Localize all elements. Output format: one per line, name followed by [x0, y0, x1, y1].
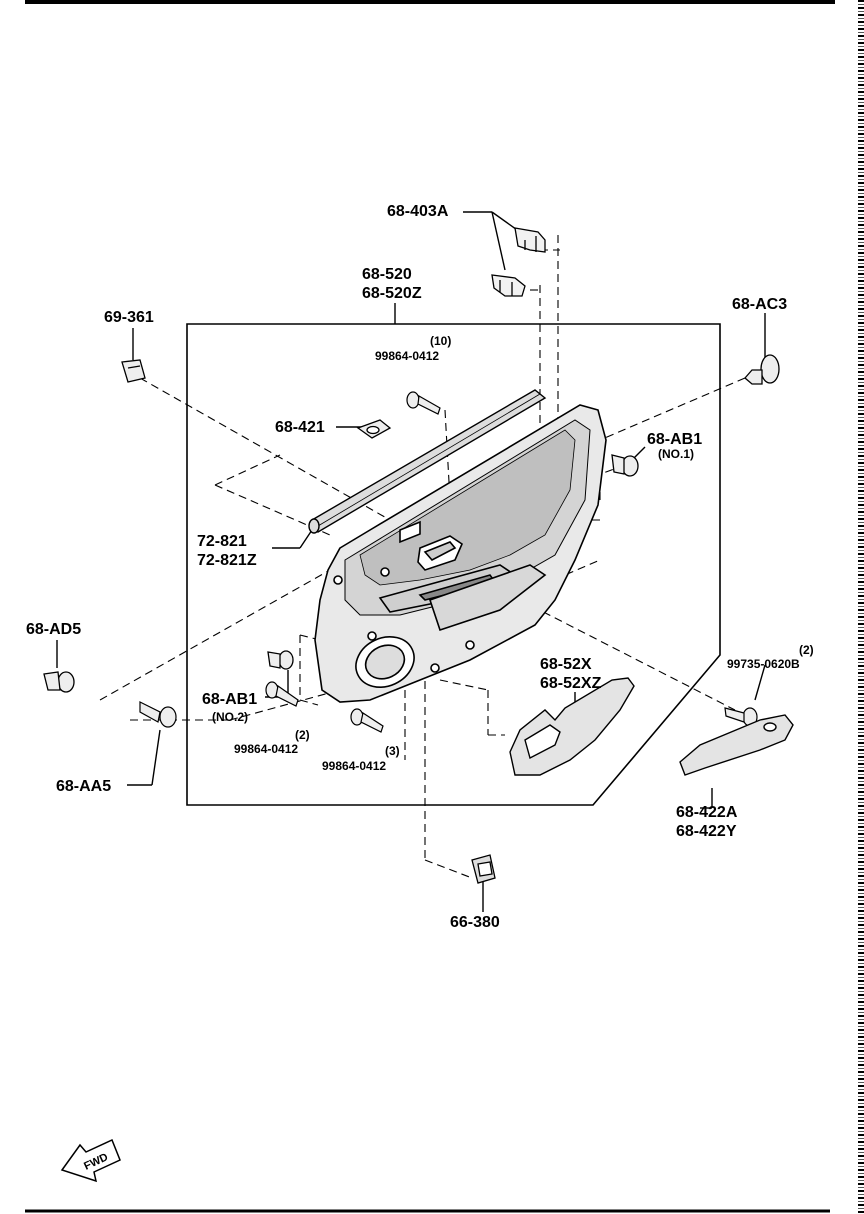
label-66-380: 66-380 [450, 914, 500, 931]
assembly-frame [186, 323, 721, 806]
weatherstrip-72-821 [308, 389, 547, 534]
label-68-421: 68-421 [275, 419, 325, 436]
label-68-52x: 68-52X [540, 656, 592, 673]
label-68-52xz: 68-52XZ [540, 675, 602, 692]
label-qty-2-right: (2) [799, 643, 814, 657]
label-68-ab1-no2: 68-AB1 [202, 691, 258, 708]
clip-403a-upper [514, 227, 546, 253]
label-99864-top: 99864-0412 [375, 349, 440, 363]
label-68-422y: 68-422Y [676, 823, 737, 840]
door-trim-panel [314, 404, 607, 703]
label-72-821z: 72-821Z [197, 552, 257, 569]
label-99735-0620b: 99735-0620B [727, 657, 800, 671]
clip-68-ab1-no2 [267, 650, 294, 670]
label-99864-left: 99864-0412 [234, 742, 299, 756]
clip-68-ab1-no1 [611, 454, 639, 477]
screw-99864-left [265, 681, 299, 707]
clip-69-361 [121, 359, 146, 383]
page-edge-right [858, 0, 864, 1214]
label-99864-mid: 99864-0412 [322, 759, 387, 773]
clip-68-ad5 [43, 671, 75, 693]
label-68-403a: 68-403A [387, 203, 449, 220]
bracket-66-380 [471, 854, 496, 884]
label-68-422a: 68-422A [676, 804, 738, 821]
label-no2: (NO.2) [212, 710, 248, 724]
label-qty-2-left: (2) [295, 728, 310, 742]
clip-403a-lower [491, 274, 526, 297]
screw-99864-top [406, 391, 441, 415]
label-qty-3: (3) [385, 744, 400, 758]
label-68-ab1-no1: 68-AB1 [647, 431, 703, 448]
rivet-68-aa5 [139, 701, 177, 728]
label-qty-10: (10) [430, 334, 452, 348]
clip-68-ac3 [744, 354, 780, 385]
pull-handle-68-422a [679, 714, 794, 776]
label-68-ac3: 68-AC3 [732, 296, 788, 313]
solid-leaders [56, 211, 766, 912]
label-72-821: 72-821 [197, 533, 247, 550]
handle-trim-68-52x [509, 677, 635, 776]
label-68-ad5: 68-AD5 [26, 621, 82, 638]
label-68-520: 68-520 [362, 266, 412, 283]
switch-cover-68-421 [356, 419, 392, 439]
fwd-arrow-icon: FWD [60, 1138, 121, 1183]
label-68-aa5: 68-AA5 [56, 778, 112, 795]
label-no1: (NO.1) [658, 447, 694, 461]
screw-99864-mid [350, 708, 384, 733]
label-68-520z: 68-520Z [362, 285, 422, 302]
label-69-361: 69-361 [104, 309, 154, 326]
